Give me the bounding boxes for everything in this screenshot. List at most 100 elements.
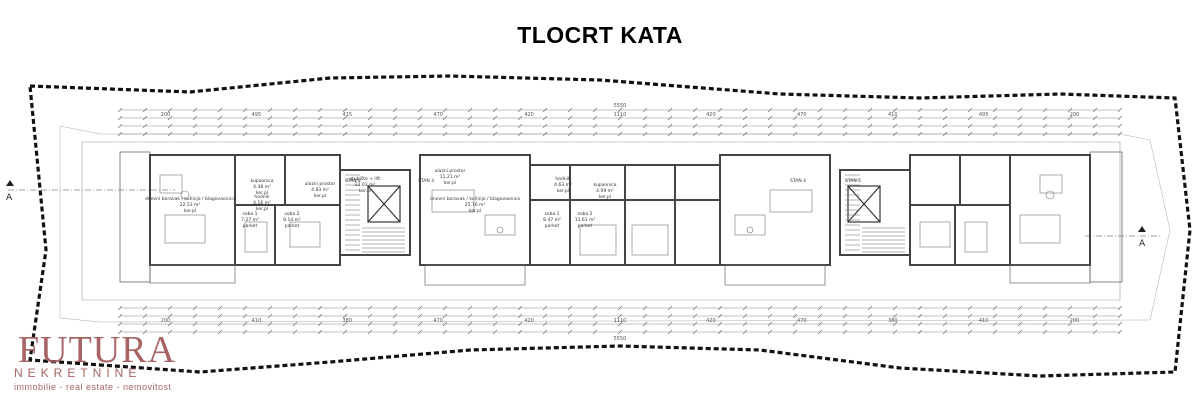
- dimension-tick: [717, 305, 723, 311]
- dimension-label-bottom: 420: [706, 318, 716, 324]
- dimension-tick: [517, 107, 523, 113]
- dimension-tick: [842, 131, 848, 137]
- dimension-tick: [992, 131, 998, 137]
- dimension-tick: [592, 131, 598, 137]
- dimension-tick: [442, 107, 448, 113]
- room-area: 4.09 m²: [596, 188, 614, 194]
- room-floor: parket: [243, 223, 258, 229]
- dimension-tick: [667, 321, 673, 327]
- dimension-tick: [342, 305, 348, 311]
- dimension-tick: [267, 321, 273, 327]
- room-area: 22.03 m²: [355, 182, 376, 188]
- dimension-tick: [392, 313, 398, 319]
- dimension-tick: [292, 123, 298, 129]
- dimension-tick: [867, 313, 873, 319]
- dimension-tick: [1017, 321, 1023, 327]
- dimension-tick: [142, 321, 148, 327]
- dimension-tick: [892, 321, 898, 327]
- dimension-tick: [542, 107, 548, 113]
- dimension-tick: [1117, 305, 1123, 311]
- dimension-label-bottom: 200: [1070, 318, 1080, 324]
- dimension-tick: [117, 107, 123, 113]
- dimension-tick: [117, 313, 123, 319]
- dimension-tick: [217, 131, 223, 137]
- dimension-tick: [317, 131, 323, 137]
- dimension-tick: [692, 107, 698, 113]
- room-floor: parket: [545, 223, 560, 229]
- dimension-tick: [167, 313, 173, 319]
- dimension-label-bottom: 410: [252, 318, 262, 324]
- dimension-tick: [767, 123, 773, 129]
- dimension-tick: [267, 131, 273, 137]
- dimension-tick: [617, 107, 623, 113]
- dimension-tick: [767, 313, 773, 319]
- dimension-tick: [817, 313, 823, 319]
- dimension-tick: [417, 305, 423, 311]
- dimension-tick: [517, 305, 523, 311]
- dimension-tick: [467, 115, 473, 121]
- dimension-label-top: 200: [1070, 112, 1080, 118]
- dimension-tick: [842, 115, 848, 121]
- room-name: ulazni prostor: [435, 168, 466, 174]
- dimension-tick: [1117, 313, 1123, 319]
- dimension-tick: [667, 115, 673, 121]
- room-label: dnevni boravak / kuhinja / blagovaonica2…: [430, 196, 520, 214]
- dimension-tick: [917, 305, 923, 311]
- dimension-tick: [842, 123, 848, 129]
- dimension-tick: [167, 321, 173, 327]
- dimension-tick: [492, 115, 498, 121]
- dimension-tick: [867, 321, 873, 327]
- dimension-tick: [567, 123, 573, 129]
- dimension-tick: [692, 305, 698, 311]
- dimension-tick: [492, 107, 498, 113]
- dimension-tick: [1117, 321, 1123, 327]
- dimension-tick: [867, 115, 873, 121]
- dimension-tick: [917, 131, 923, 137]
- dimension-tick: [467, 329, 473, 335]
- dimension-tick: [242, 313, 248, 319]
- dimension-tick: [717, 131, 723, 137]
- dimension-tick: [867, 329, 873, 335]
- dimension-tick: [117, 115, 123, 121]
- dimension-tick: [842, 329, 848, 335]
- dimension-tick: [992, 321, 998, 327]
- dimension-tick: [917, 115, 923, 121]
- dimension-tick: [1017, 305, 1023, 311]
- dimension-tick: [892, 313, 898, 319]
- logo-subtitle: NEKRETNINE: [14, 366, 142, 380]
- dimension-tick: [392, 107, 398, 113]
- dimension-tick: [1042, 313, 1048, 319]
- dimension-tick: [717, 329, 723, 335]
- dimension-tick: [567, 305, 573, 311]
- dimension-tick: [1117, 131, 1123, 137]
- dimension-tick: [617, 321, 623, 327]
- dimension-tick: [442, 131, 448, 137]
- walls: [149, 154, 1091, 266]
- dimension-tick: [1067, 321, 1073, 327]
- dimension-tick: [667, 313, 673, 319]
- dimension-tick: [167, 115, 173, 121]
- dimension-tick: [342, 329, 348, 335]
- logo-tagline: immobilie - real estate - nemovitost: [14, 382, 172, 392]
- dimension-tick: [267, 313, 273, 319]
- dimension-label-top: 495: [252, 112, 262, 118]
- elevator-right: [847, 185, 881, 223]
- room-area: 8.14 m²: [283, 217, 301, 223]
- dimension-label-top: 415: [342, 112, 352, 118]
- dimension-tick: [1092, 321, 1098, 327]
- dimension-tick: [717, 107, 723, 113]
- dimension-tick: [1017, 131, 1023, 137]
- dimension-tick: [1092, 123, 1098, 129]
- dimension-tick: [1067, 107, 1073, 113]
- dimension-tick: [417, 313, 423, 319]
- dimension-tick: [167, 131, 173, 137]
- dimension-tick: [867, 131, 873, 137]
- dimension-tick: [192, 329, 198, 335]
- dimension-tick: [717, 123, 723, 129]
- dimension-tick: [317, 321, 323, 327]
- dimension-tick: [492, 305, 498, 311]
- dimension-tick: [117, 305, 123, 311]
- room-area: 4.83 m²: [311, 187, 329, 193]
- room-floor: ker.pl: [557, 188, 569, 194]
- dimension-label-top: 410: [888, 112, 898, 118]
